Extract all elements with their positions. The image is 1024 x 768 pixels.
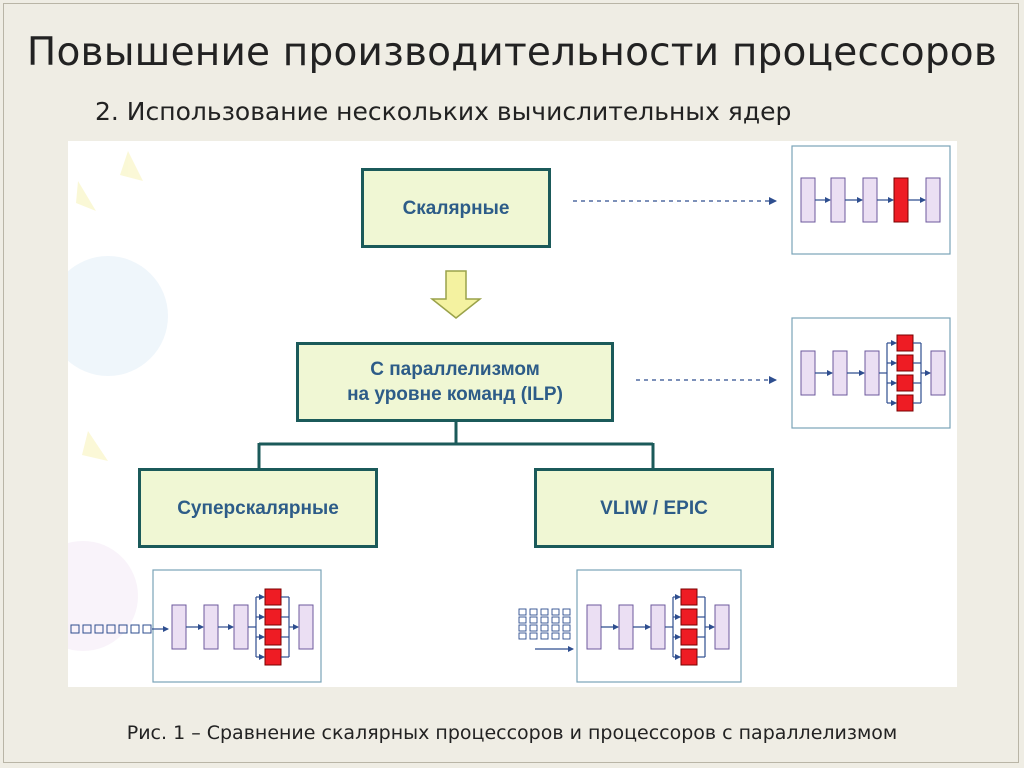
instruction-slot (529, 616, 538, 624)
pipeline-stage (618, 604, 634, 650)
instruction-slot (540, 616, 549, 624)
instruction-slot (551, 616, 560, 624)
instruction-slot (518, 608, 527, 616)
down-arrow-icon (429, 270, 483, 319)
instruction-slot (529, 624, 538, 632)
pipeline-stage (800, 177, 816, 223)
node-superscalar: Суперскалярные (138, 468, 378, 548)
execution-unit (893, 177, 909, 223)
pipeline-stage (862, 177, 878, 223)
background-decoration (68, 151, 168, 651)
pipeline-stage (203, 604, 219, 650)
instruction-slot (540, 608, 549, 616)
instruction-slot (142, 624, 152, 634)
node-superscalar-label: Суперскалярные (177, 497, 339, 519)
pipeline-stage (233, 604, 249, 650)
slide-title: Повышение производительности процессоров (26, 30, 998, 75)
instruction-slot (551, 624, 560, 632)
pipeline-stage (714, 604, 730, 650)
instruction-slot (562, 608, 571, 616)
execution-unit (680, 588, 698, 606)
instruction-slot (529, 632, 538, 640)
slide-frame (3, 3, 1019, 763)
pipeline-stage (864, 350, 880, 396)
instruction-slot (518, 632, 527, 640)
execution-unit (264, 588, 282, 606)
execution-unit (896, 354, 914, 372)
execution-unit (680, 608, 698, 626)
vliw-pipeline-diagram (518, 569, 742, 683)
execution-unit (264, 648, 282, 666)
node-vliw: VLIW / EPIC (534, 468, 774, 548)
instruction-slot (82, 624, 92, 634)
tree-connectors (257, 422, 655, 468)
node-scalar-label: Скалярные (402, 197, 510, 219)
pipeline-stage (930, 350, 946, 396)
pipeline-stage (832, 350, 848, 396)
instruction-slot (70, 624, 80, 634)
instruction-slot (94, 624, 104, 634)
scalar-pipeline-diagram (791, 145, 951, 255)
instruction-slot (130, 624, 140, 634)
execution-unit (680, 628, 698, 646)
instruction-slot (551, 608, 560, 616)
node-vliw-label: VLIW / EPIC (600, 497, 708, 519)
instruction-slot (518, 616, 527, 624)
instruction-slot (106, 624, 116, 634)
instruction-slot (540, 632, 549, 640)
instruction-slot (518, 624, 527, 632)
diagram-canvas (68, 145, 951, 683)
execution-unit (264, 628, 282, 646)
superscalar-pipeline-diagram (70, 569, 322, 683)
execution-unit (896, 394, 914, 412)
figure-caption: Рис. 1 – Сравнение скалярных процессоров… (126, 722, 898, 744)
execution-unit (896, 374, 914, 392)
pipeline-stage (650, 604, 666, 650)
pipeline-stage (800, 350, 816, 396)
node-ilp: С параллелизмом на уровне команд (ILP) (296, 342, 614, 422)
execution-unit (264, 608, 282, 626)
instruction-slot (562, 616, 571, 624)
pipeline-stage (830, 177, 846, 223)
instruction-slot (529, 608, 538, 616)
ilp-pipeline-diagram (791, 317, 951, 429)
instruction-slot (118, 624, 128, 634)
pipeline-stage (925, 177, 941, 223)
node-scalar: Скалярные (361, 168, 551, 248)
execution-unit (896, 334, 914, 352)
instruction-slot (540, 624, 549, 632)
diagram-panel: Скалярные С параллелизмом на уровне кома… (68, 141, 957, 687)
node-ilp-label: С параллелизмом на уровне команд (ILP) (347, 359, 563, 405)
pipeline-stage (586, 604, 602, 650)
execution-unit (680, 648, 698, 666)
pipeline-stage (171, 604, 187, 650)
pipeline-stage (298, 604, 314, 650)
instruction-slot (562, 632, 571, 640)
instruction-slot (551, 632, 560, 640)
instruction-slot (562, 624, 571, 632)
slide-subtitle: 2. Использование нескольких вычислительн… (95, 97, 792, 126)
